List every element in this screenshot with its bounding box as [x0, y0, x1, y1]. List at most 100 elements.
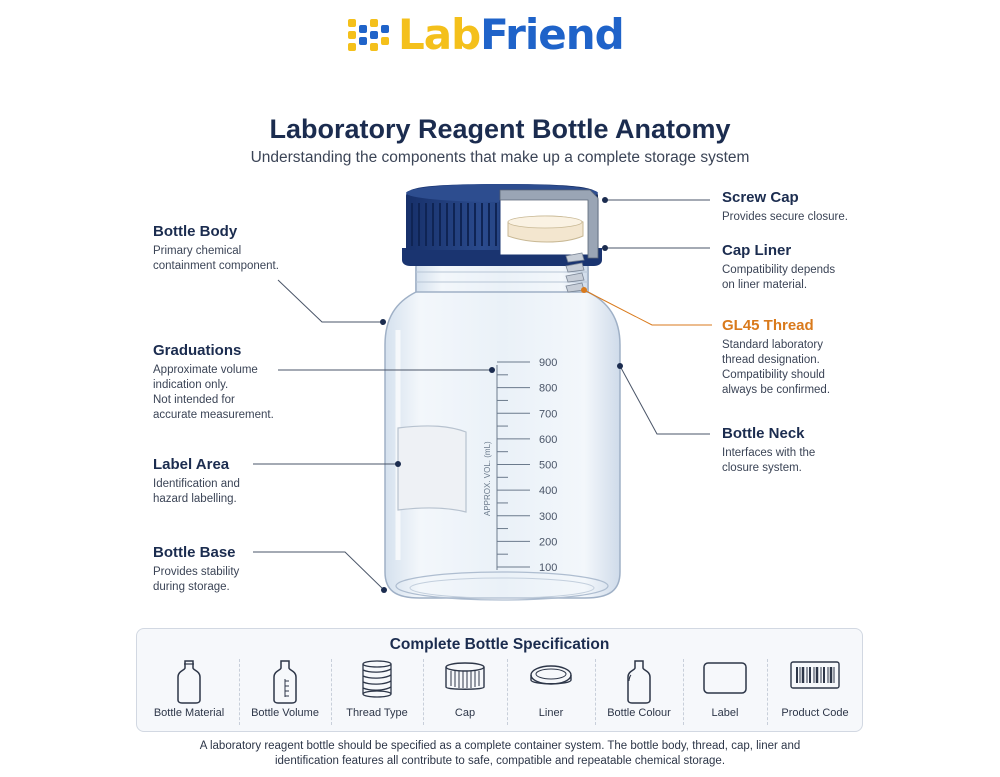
callout-description: Primary chemical containment component. — [153, 245, 279, 272]
spec-item-label: Label — [687, 659, 763, 729]
bottle-body-shape — [384, 267, 621, 599]
thread-ridge — [565, 262, 585, 273]
graduation-scale: APPROX. VOL. (mL) 9008007006005004003002… — [483, 357, 557, 574]
spec-item-bottle-volume: Bottle Volume — [243, 659, 327, 729]
callout-description: Interfaces with the closure system. — [722, 447, 816, 474]
spec-divider — [767, 659, 768, 725]
callout-title: Bottle Neck — [722, 425, 805, 442]
callout-description: Provides secure closure. — [722, 211, 848, 223]
spec-divider — [595, 659, 596, 725]
graduation-label: 700 — [539, 408, 557, 420]
callout-graduations: Graduations Approximate volume indicatio… — [153, 342, 274, 423]
callout-title: Label Area — [153, 456, 230, 473]
callout-bottle-base: Bottle Base Provides stability during st… — [153, 544, 239, 595]
spec-divider — [683, 659, 684, 725]
page-title: Laboratory Reagent Bottle Anatomy — [269, 114, 731, 144]
spec-item-liner: Liner — [511, 659, 591, 729]
cap-icon — [445, 662, 485, 690]
leader-dot-cap-liner — [602, 245, 608, 251]
liner-icon — [530, 665, 572, 685]
callout-title: Graduations — [153, 342, 242, 359]
spec-label: Thread Type — [346, 707, 408, 719]
spec-item-bottle-colour: Bottle Colour — [599, 659, 679, 729]
callout-cap-liner: Cap Liner Compatibility depends on liner… — [722, 242, 835, 293]
graduation-label: 600 — [539, 434, 557, 446]
page-subtitle: Understanding the components that make u… — [250, 149, 750, 166]
graduation-label: 900 — [539, 357, 557, 369]
leader-dot-label-area — [395, 461, 401, 467]
thread-icon — [362, 660, 392, 698]
callout-title: Screw Cap — [722, 189, 799, 206]
spec-divider — [331, 659, 332, 725]
thread-ridge — [565, 252, 585, 263]
spec-label: Cap — [454, 707, 476, 719]
callout-title: Bottle Base — [153, 544, 236, 561]
leader-dot-thread — [581, 287, 587, 293]
leader-bottle-base — [253, 551, 385, 591]
spec-label: Liner — [538, 707, 564, 719]
leader-bottle-body — [277, 279, 383, 323]
callout-description: Provides stability during storage. — [153, 566, 240, 593]
leader-dot-bottle-neck — [617, 363, 623, 369]
spec-item-bottle-material: Bottle Material — [143, 659, 235, 729]
callout-gl45-thread: GL45 Thread Standard laboratory thread d… — [722, 317, 830, 398]
callout-bottle-neck: Bottle Neck Interfaces with the closure … — [722, 425, 815, 476]
graduation-label: 100 — [539, 562, 557, 574]
footer-line: A laboratory reagent bottle should be sp… — [199, 740, 801, 752]
logo-lab-text: Lab — [398, 10, 481, 59]
leader-dot-bottle-base — [381, 587, 387, 593]
callout-title: Bottle Body — [153, 223, 238, 240]
gl45-thread — [565, 252, 585, 293]
bottle-base-ring-inner — [409, 577, 595, 599]
callout-bottle-body: Bottle Body Primary chemical containment… — [153, 223, 279, 274]
callout-title: Cap Liner — [722, 242, 792, 259]
graduation-label: 200 — [539, 536, 557, 548]
cap-cutaway-wall — [499, 189, 599, 259]
graduated-bottle-icon — [273, 660, 297, 704]
logo-molecule-icon — [348, 19, 389, 51]
bottle-neck-shape — [415, 261, 589, 293]
bottle-base-ring — [395, 571, 609, 601]
leader-dot-graduations — [489, 367, 495, 373]
brand-logo: LabFriend — [346, 8, 625, 62]
graduation-axis-label: APPROX. VOL. (mL) — [483, 441, 492, 516]
spec-divider — [423, 659, 424, 725]
spec-title: Complete Bottle Specification — [389, 636, 610, 653]
spec-panel: Complete Bottle Specification Bottle Mat… — [136, 628, 863, 732]
spec-item-product-code: Product Code — [771, 659, 859, 729]
spec-label: Bottle Volume — [251, 707, 319, 719]
spec-label: Label — [711, 707, 739, 719]
spec-label: Bottle Colour — [607, 707, 671, 719]
bottle-diagram: APPROX. VOL. (mL) 9008007006005004003002… — [253, 184, 712, 601]
label-area-shape — [397, 425, 467, 513]
callout-screw-cap: Screw Cap Provides secure closure. — [722, 189, 848, 225]
barcode-icon — [790, 661, 840, 689]
spec-divider — [239, 659, 240, 725]
leader-dot-bottle-body — [380, 319, 386, 325]
cap-grip-ribs — [411, 203, 497, 246]
spec-item-cap: Cap — [427, 659, 503, 729]
spec-label: Product Code — [781, 707, 849, 719]
callout-title: GL45 Thread — [722, 317, 814, 334]
graduation-label: 400 — [539, 485, 557, 497]
spec-item-thread-type: Thread Type — [335, 659, 419, 729]
callout-label-area: Label Area Identification and hazard lab… — [153, 456, 240, 507]
callout-description: Identification and hazard labelling. — [153, 478, 240, 505]
callout-description: Approximate volume indication only. Not … — [153, 364, 274, 421]
cap-liner-top — [507, 215, 583, 229]
bottle-icon — [177, 660, 201, 704]
graduation-label: 800 — [539, 383, 557, 395]
bottle-icon — [627, 660, 651, 704]
callout-description: Standard laboratory thread designation. … — [722, 339, 831, 396]
footer-note: A laboratory reagent bottle should be sp… — [150, 739, 850, 769]
graduation-label: 300 — [539, 511, 557, 523]
label-icon — [703, 662, 747, 694]
spec-divider — [507, 659, 508, 725]
logo-friend-text: Friend — [480, 10, 625, 59]
logo-wordmark: LabFriend — [398, 14, 625, 56]
thread-ridge — [565, 272, 585, 283]
leader-thread — [583, 289, 712, 326]
leader-dot-screw-cap — [602, 197, 608, 203]
callout-description: Compatibility depends on liner material. — [722, 264, 836, 291]
screw-cap — [402, 184, 602, 293]
